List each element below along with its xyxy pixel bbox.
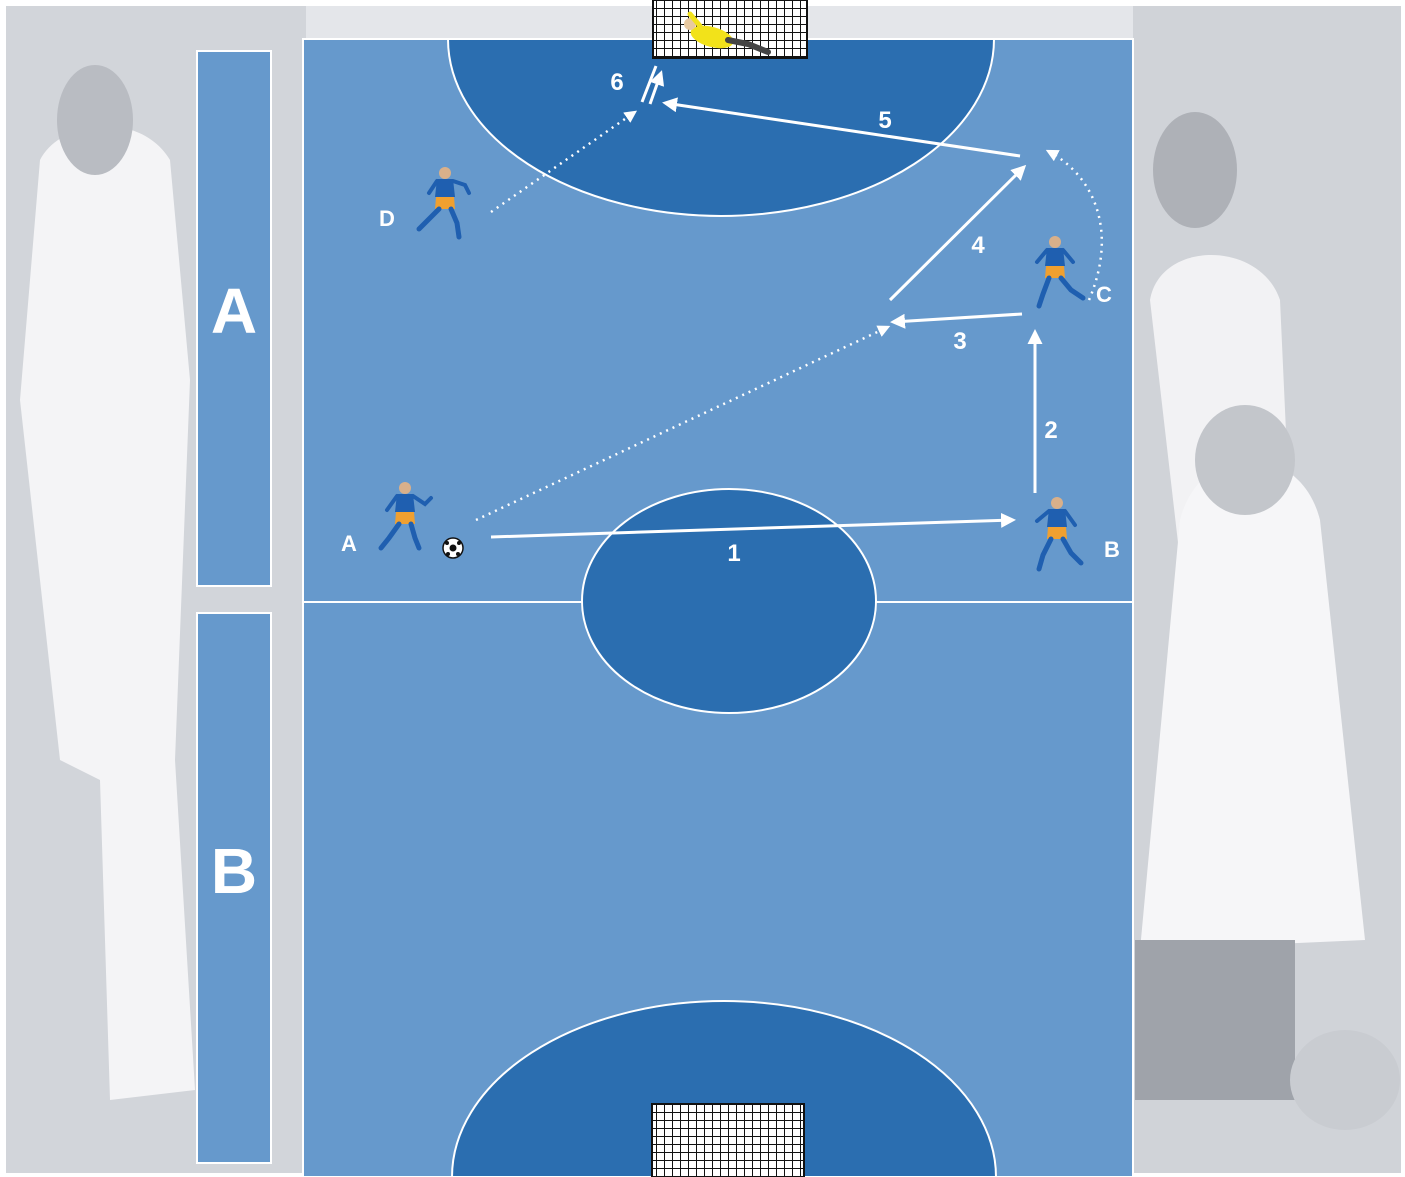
ball-icon [443,538,463,558]
futsal-pitch [303,39,1133,1177]
step-5-label: 5 [878,107,891,134]
step-2-label: 2 [1044,417,1057,444]
player-c-label: C [1096,282,1112,307]
player-b-label: B [1104,537,1120,562]
zone-b-bar: B [197,613,271,1163]
zone-b-label: B [211,835,257,907]
step-1-label: 1 [727,540,740,567]
player-d-label: D [379,206,395,231]
goal-net-icon [652,1104,804,1177]
goal-net-icon [653,0,807,58]
step-4-label: 4 [971,232,985,259]
step-6-label: 6 [610,69,623,96]
zone-a-label: A [211,275,257,347]
center-circle [582,489,876,713]
player-a-label: A [341,531,357,556]
zone-a-bar: A [197,51,271,586]
step-3-label: 3 [953,328,966,355]
